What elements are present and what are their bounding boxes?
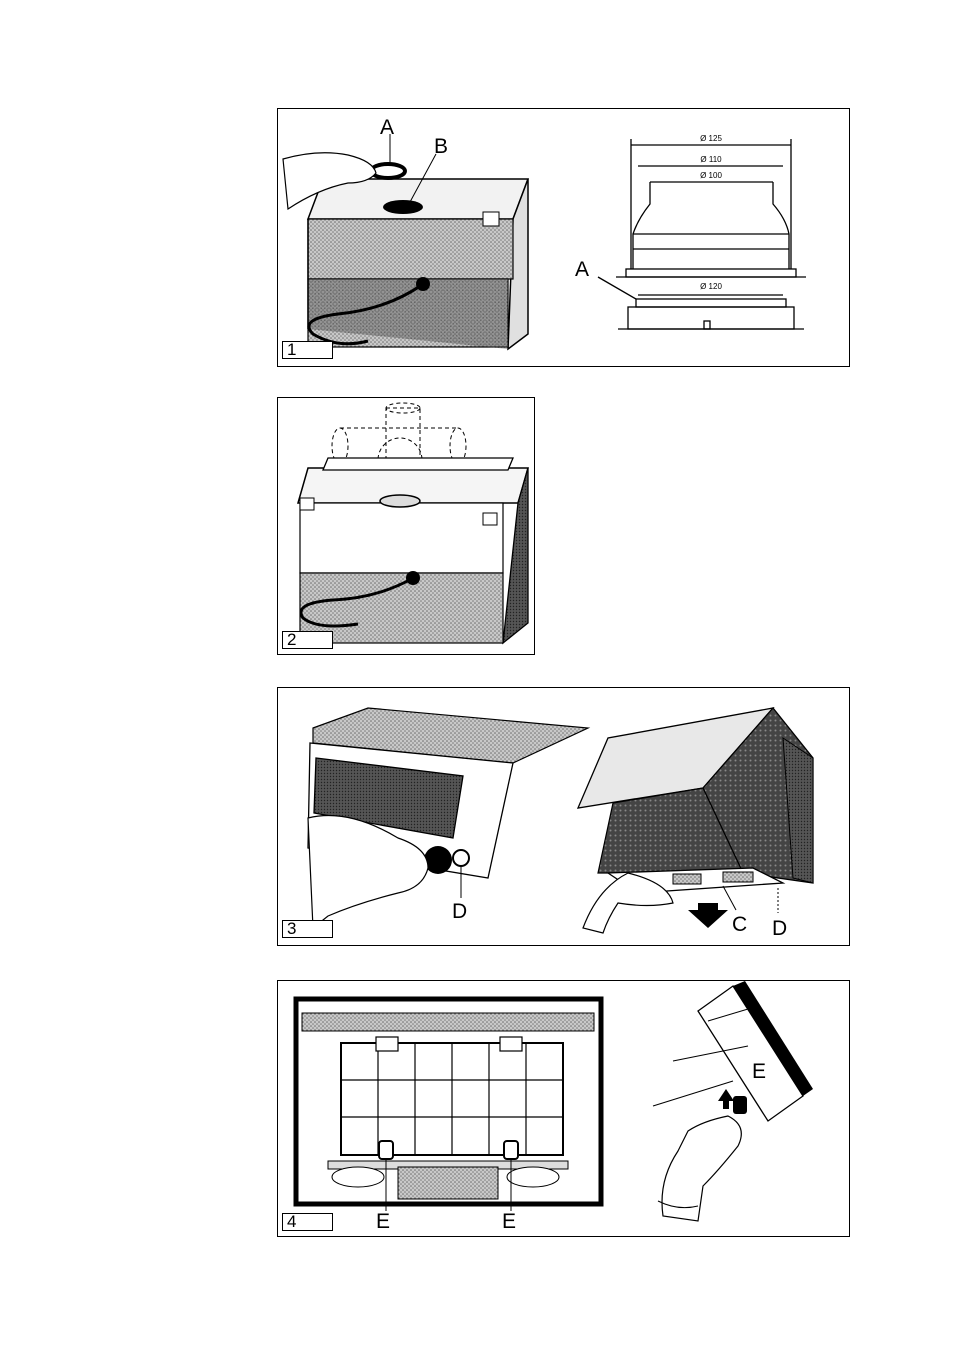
figure-3-number: 3 [282,920,333,938]
exhaust-opening-b [383,200,423,214]
figure-4-panel: E E E 4 [277,980,850,1237]
figure-4-illustration [278,981,851,1238]
label-e-side: E [752,1061,766,1082]
collar-ring [380,495,420,507]
collar-ring-a [371,164,405,178]
hand [662,1116,741,1221]
push-arrow [718,1089,734,1109]
collar-detail-drawing [598,139,806,329]
figure-3-panel: D C D 3 [277,687,850,946]
label-d-right: D [772,918,787,939]
figure-4-number: 4 [282,1213,333,1231]
dimension-125: Ø 125 [681,134,741,143]
clip-e-right [504,1141,518,1159]
figure-1-number: 1 [282,341,333,359]
label-d-left: D [452,901,467,922]
figure-2-number: 2 [282,631,333,649]
label-c: C [732,914,747,935]
grease-filter-grid [341,1043,563,1155]
pull-arrow [688,903,728,928]
figure-1-panel: A B A Ø 125 Ø 110 Ø 100 Ø 120 1 [277,108,850,367]
button-d [453,850,469,866]
dimension-100: Ø 100 [681,171,741,180]
label-b: B [434,136,448,157]
label-e-left: E [376,1211,390,1232]
dimension-110: Ø 110 [681,155,741,164]
label-a: A [380,117,394,138]
clip-e-left [379,1141,393,1159]
clip-e-side [733,1096,747,1114]
dimension-120: Ø 120 [681,282,741,291]
switch-knob [424,846,452,874]
figure-2-illustration [278,398,536,656]
figure-2-panel: 2 [277,397,535,655]
label-e-right: E [502,1211,516,1232]
figure-3-illustration [278,688,851,947]
label-a-detail: A [575,259,589,280]
figure-1-illustration [278,109,851,368]
